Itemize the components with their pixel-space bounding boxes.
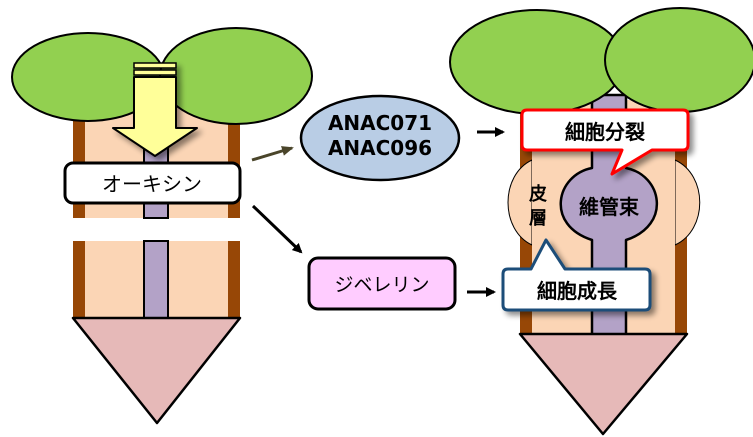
- left-cotyledon-right: [159, 27, 313, 125]
- left-seedling: オーキシン: [11, 27, 313, 425]
- right-cotyledon-left: [449, 9, 625, 115]
- right-seedling: 維管束 皮 層 細胞分裂 細胞成長: [449, 7, 753, 436]
- left-stem-lower: [73, 240, 240, 320]
- auxin-flow-arrow: [112, 62, 198, 157]
- anac-label-1: ANAC071: [328, 111, 432, 135]
- auxin-label-box: オーキシン: [63, 161, 242, 205]
- gibberellin-label: ジベレリン: [334, 274, 429, 296]
- callout-cell-elongation: [501, 238, 652, 312]
- cortex-label-2: 層: [529, 208, 547, 229]
- left-epidermis-left-lower: [73, 241, 85, 319]
- right-root-tip: [518, 332, 689, 436]
- arrow-auxin-to-anac: [251, 146, 294, 162]
- right-cotyledon-right: [604, 7, 753, 113]
- left-epidermis-right-lower: [228, 241, 240, 319]
- gibberellin-node: ジベレリン: [307, 256, 457, 311]
- left-root-tip: [71, 316, 242, 425]
- anac-label-2: ANAC096: [328, 136, 432, 160]
- arrow-auxin-to-gibberellin: [251, 204, 303, 254]
- cortex-label-1: 皮: [529, 183, 547, 205]
- vascular-label: 維管束: [579, 195, 640, 219]
- callout-cell-division-label: 細胞分裂: [565, 120, 645, 144]
- anac-node: ANAC071 ANAC096: [299, 94, 461, 182]
- auxin-label: オーキシン: [102, 172, 202, 196]
- callout-cell-division: [520, 108, 690, 176]
- callout-cell-elongation-label: 細胞成長: [537, 279, 618, 303]
- left-vascular-lower: [143, 240, 169, 320]
- right-cortex-bulge-right: [674, 159, 701, 246]
- right-cortex-bulge-left: [507, 159, 533, 246]
